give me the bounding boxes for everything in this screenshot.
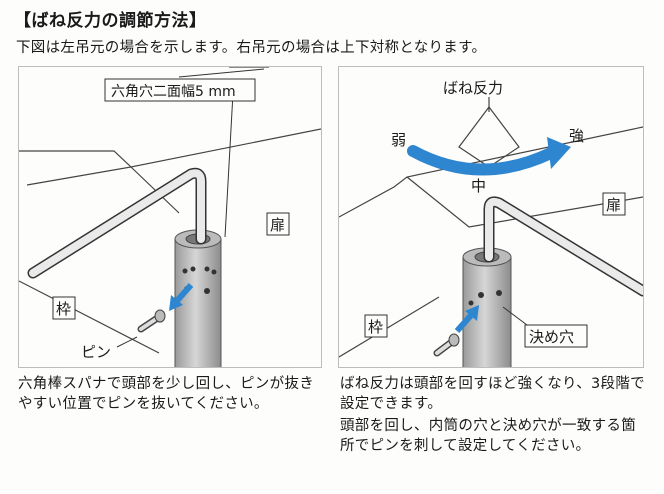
frame-label: 枠 xyxy=(368,318,383,336)
pin-graphic xyxy=(137,309,166,333)
strong-label: 強 xyxy=(569,127,584,145)
pin-insert-arrow xyxy=(454,305,479,333)
hex-leader-line xyxy=(224,92,234,238)
hex-width-label: 六角穴二面幅5 mm xyxy=(111,84,236,100)
fixing-hole-label: 決め穴 xyxy=(529,328,574,346)
hex-wrench xyxy=(483,196,643,297)
weak-label: 弱 xyxy=(391,131,406,149)
left-figure-panel: 六角穴二面幅5 mm 扉 枠 ピン xyxy=(18,66,322,368)
pin-label: ピン xyxy=(81,343,111,361)
pin-remove-arrow xyxy=(169,283,194,311)
door-label: 扉 xyxy=(606,196,621,214)
pin-graphic xyxy=(433,333,460,357)
hex-wrench xyxy=(27,167,207,279)
middle-label: 中 xyxy=(471,177,486,195)
right-caption-line-1: ばね反力は頭部を回すほど強くなり、3段階で設定できます。 xyxy=(340,376,645,412)
door-frame-lines xyxy=(19,67,321,354)
door-frame-lines xyxy=(339,97,643,358)
page-subtitle: 下図は左吊元の場合を示します。右吊元の場合は上下対称となります。 xyxy=(16,40,487,56)
door-label: 扉 xyxy=(270,216,285,234)
right-figure-panel: ばね反力 弱 強 中 扉 枠 決め穴 xyxy=(338,66,644,368)
right-caption: ばね反力は頭部を回すほど強くなり、3段階で設定できます。 頭部を回し、内筒の穴と… xyxy=(340,374,648,458)
page-title: 【ばね反力の調節方法】 xyxy=(14,11,207,31)
left-caption: 六角棒スパナで頭部を少し回し、ピンが抜きやすい位置でピンを抜いてください。 xyxy=(18,376,314,412)
frame-label: 枠 xyxy=(56,300,71,318)
right-caption-line-2: 頭部を回し、内筒の穴と決め穴が一致する箇所でピンを刺して設定してください。 xyxy=(340,418,636,454)
rotation-arrow xyxy=(407,137,571,176)
spring-force-label: ばね反力 xyxy=(443,79,503,97)
